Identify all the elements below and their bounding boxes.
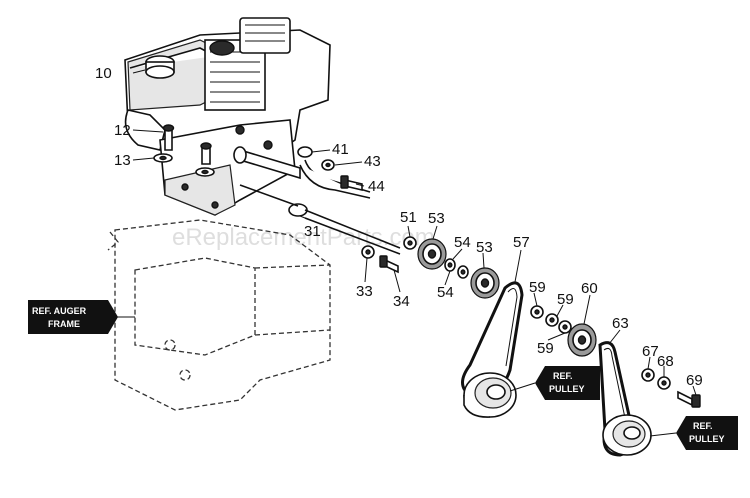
callout-51: 51 <box>400 209 417 226</box>
callout-57: 57 <box>513 234 530 251</box>
part-33-washer <box>361 245 375 259</box>
callout-59-a: 59 <box>529 279 546 296</box>
callout-54-upper: 54 <box>454 234 471 251</box>
callout-31: 31 <box>304 223 321 240</box>
callout-43: 43 <box>364 153 381 170</box>
callout-67: 67 <box>642 343 659 360</box>
part-59-washer-c <box>558 320 572 334</box>
callout-13: 13 <box>114 152 131 169</box>
part-59-washer-a <box>530 305 544 319</box>
callout-54-lower: 54 <box>437 284 454 301</box>
part-43-washer <box>321 159 335 171</box>
callout-68: 68 <box>657 353 674 370</box>
callout-69: 69 <box>686 372 703 389</box>
tag-ref-auger-frame: REF. AUGER FRAME <box>28 300 118 334</box>
tag-auger-line1: REF. AUGER <box>32 306 87 316</box>
engine <box>124 17 331 216</box>
part-60-pulley <box>567 323 597 357</box>
callout-59-b: 59 <box>557 291 574 308</box>
callout-numbers: 10 12 13 41 43 44 31 51 53 54 53 57 54 3… <box>95 65 703 389</box>
auger-frame-outline <box>107 219 331 411</box>
callout-10: 10 <box>95 65 112 82</box>
leader-lines <box>115 69 697 437</box>
part-69-bolt <box>677 390 701 408</box>
callout-44: 44 <box>368 178 385 195</box>
callout-34: 34 <box>393 293 410 310</box>
part-54-spacer-b <box>457 265 469 279</box>
callout-53-lower: 53 <box>476 239 493 256</box>
muffler <box>124 109 166 151</box>
callout-53-upper: 53 <box>428 210 445 227</box>
oil-cap <box>209 40 235 56</box>
part-51-washer <box>403 236 417 250</box>
tag-ref-pulley-a: REF. PULLEY <box>535 366 600 400</box>
callout-41: 41 <box>332 141 349 158</box>
ref-pulley-b <box>602 414 652 456</box>
callout-63: 63 <box>612 315 629 332</box>
tag-pulley-b-line2: PULLEY <box>689 434 725 444</box>
watermark-text: eReplacementParts.com <box>172 224 435 251</box>
part-53-idler-lower <box>470 267 500 299</box>
tag-pulley-b-line1: REF. <box>693 421 713 431</box>
callout-33: 33 <box>356 283 373 300</box>
part-68-washer <box>657 376 671 390</box>
part-59-washer-b <box>545 313 559 327</box>
tag-pulley-a-line2: PULLEY <box>549 384 585 394</box>
callout-12: 12 <box>114 122 131 139</box>
part-34-bolt <box>379 255 399 274</box>
part-67-washer <box>641 368 655 382</box>
tag-pulley-a-line1: REF. <box>553 371 573 381</box>
part-53-idler-upper <box>417 238 447 270</box>
part-31-rod <box>239 184 401 255</box>
part-44-bolt <box>340 175 363 192</box>
part-12-bolt <box>162 124 175 151</box>
callout-60: 60 <box>581 280 598 297</box>
tag-auger-line2: FRAME <box>48 319 80 329</box>
part-54-spacer-a <box>444 258 456 272</box>
air-cleaner <box>239 17 291 54</box>
tag-ref-pulley-b: REF. PULLEY <box>676 416 738 450</box>
callout-59-c: 59 <box>537 340 554 357</box>
ref-pulley-a <box>463 372 517 418</box>
